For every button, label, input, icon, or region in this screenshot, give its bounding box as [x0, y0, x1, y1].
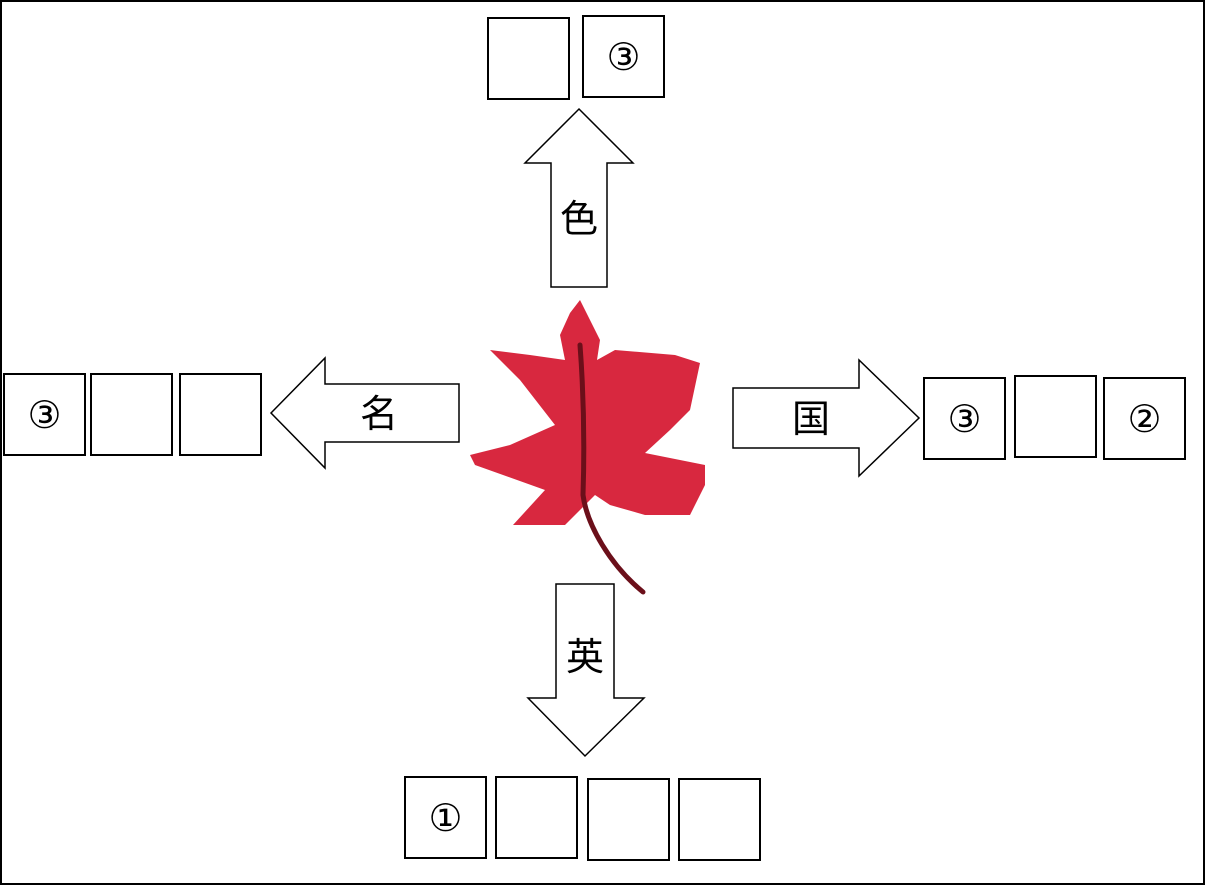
top-box-2[interactable]: ③	[582, 15, 665, 98]
down-arrow-label: 英	[566, 635, 604, 679]
left-arrow-label: 名	[360, 392, 398, 436]
down-arrow: 英	[526, 582, 646, 758]
bottom-box-1[interactable]: ①	[404, 776, 487, 859]
right-arrow-label: 国	[792, 397, 830, 441]
left-box-3[interactable]	[179, 373, 262, 456]
up-arrow-label: 色	[560, 197, 598, 241]
bottom-box-3[interactable]	[587, 778, 670, 861]
left-box-1[interactable]: ③	[3, 373, 86, 456]
left-arrow: 名	[269, 356, 461, 470]
maple-leaf-shape	[470, 300, 705, 525]
bottom-box-2[interactable]	[495, 776, 578, 859]
right-box-3[interactable]: ②	[1103, 377, 1186, 460]
right-box-1[interactable]: ③	[923, 377, 1006, 460]
right-box-2[interactable]	[1014, 375, 1097, 458]
top-box-1[interactable]	[487, 17, 570, 100]
up-arrow: 色	[523, 107, 635, 289]
left-box-2[interactable]	[90, 373, 173, 456]
maple-leaf-icon	[465, 295, 710, 595]
right-arrow: 国	[731, 358, 921, 478]
bottom-box-4[interactable]	[678, 778, 761, 861]
